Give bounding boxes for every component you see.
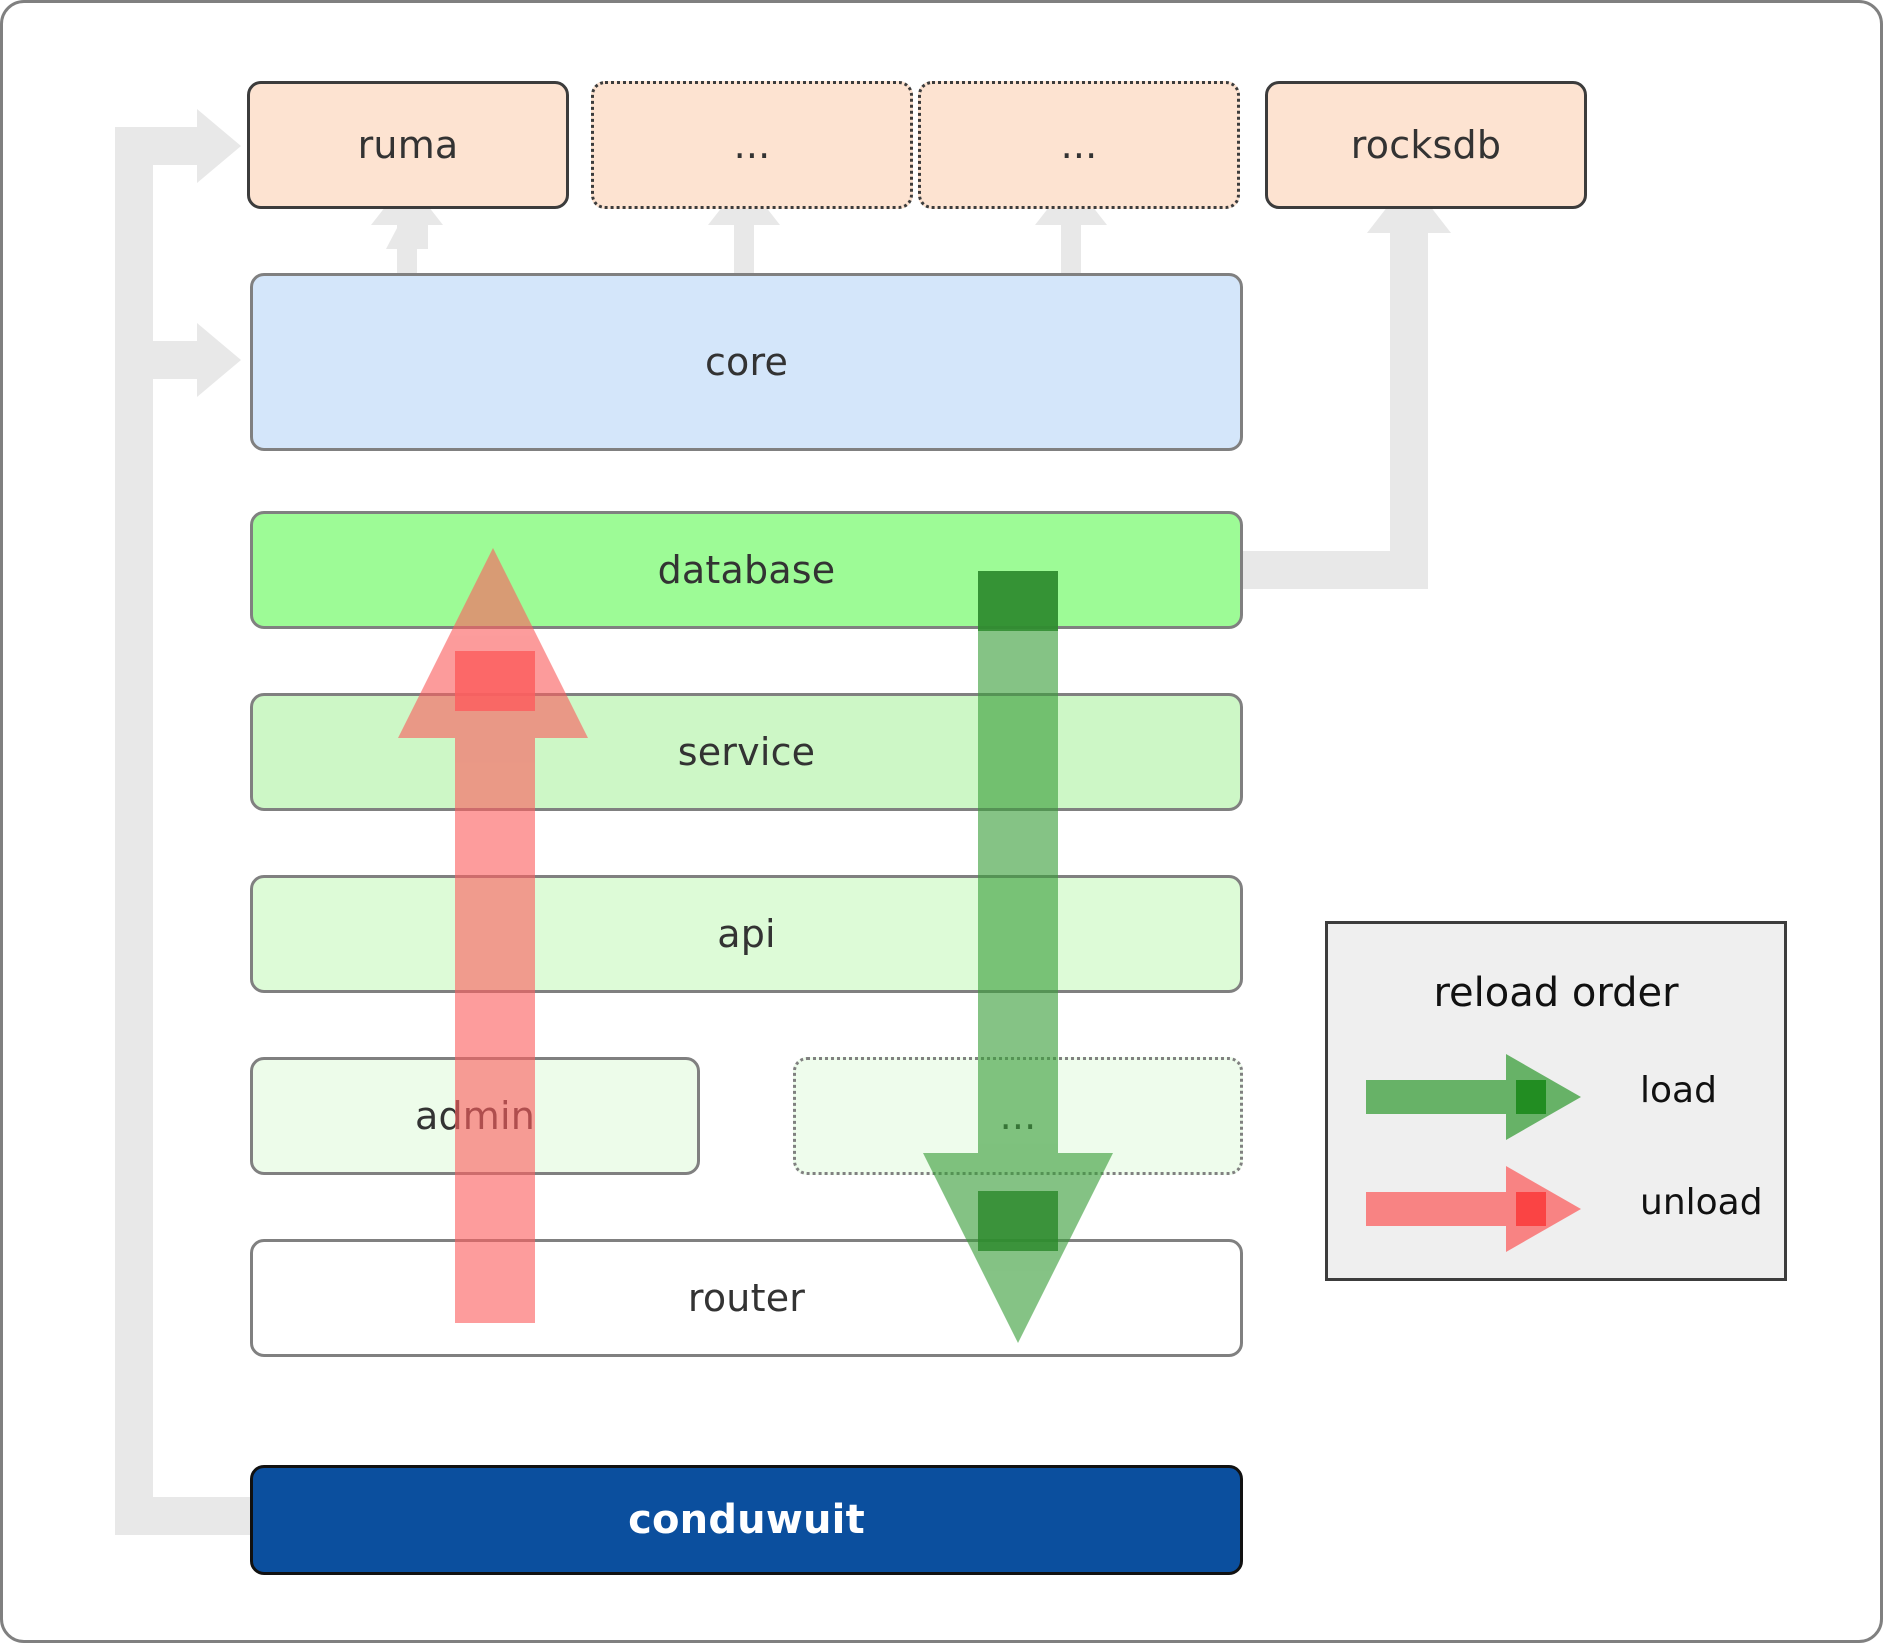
layer-box-core[interactable]: core [250, 273, 1243, 451]
legend-unload-label: unload [1640, 1182, 1763, 1223]
layer-box-service[interactable]: service [250, 693, 1243, 811]
dependency-label-rocksdb: rocksdb [1350, 123, 1502, 167]
binary-label-conduwuit: conduwuit [628, 1497, 865, 1543]
dependency-box-placeholder-2[interactable]: ... [918, 81, 1240, 209]
legend-load-label: load [1640, 1070, 1717, 1111]
layer-box-api[interactable]: api [250, 875, 1243, 993]
layer-box-router[interactable]: router [250, 1239, 1243, 1357]
legend-title: reload order [1433, 970, 1679, 1016]
dependency-box-rocksdb[interactable]: rocksdb [1265, 81, 1587, 209]
layer-box-admin[interactable]: admin [250, 1057, 700, 1175]
dependency-label-placeholder-2: ... [1060, 123, 1098, 167]
dependency-label-placeholder-1: ... [733, 123, 771, 167]
layer-label-database: database [657, 548, 836, 592]
layer-label-router: router [687, 1276, 806, 1320]
legend-unload-arrow [1366, 1166, 1581, 1252]
box-layer: ruma ... ... rocksdb core database servi… [3, 3, 1880, 1640]
layer-label-service: service [677, 730, 816, 774]
layer-label-api: api [717, 912, 776, 956]
dependency-box-placeholder-1[interactable]: ... [591, 81, 913, 209]
legend-panel: reload order load unload [1325, 921, 1787, 1281]
legend-load-arrow [1366, 1054, 1581, 1140]
layer-label-admin: admin [414, 1094, 536, 1138]
layer-box-placeholder[interactable]: ... [793, 1057, 1243, 1175]
layer-label-core: core [704, 340, 789, 384]
dependency-box-ruma[interactable]: ruma [247, 81, 569, 209]
layer-label-placeholder: ... [999, 1094, 1037, 1138]
layer-box-database[interactable]: database [250, 511, 1243, 629]
binary-box-conduwuit[interactable]: conduwuit [250, 1465, 1243, 1575]
dependency-label-ruma: ruma [357, 123, 459, 167]
